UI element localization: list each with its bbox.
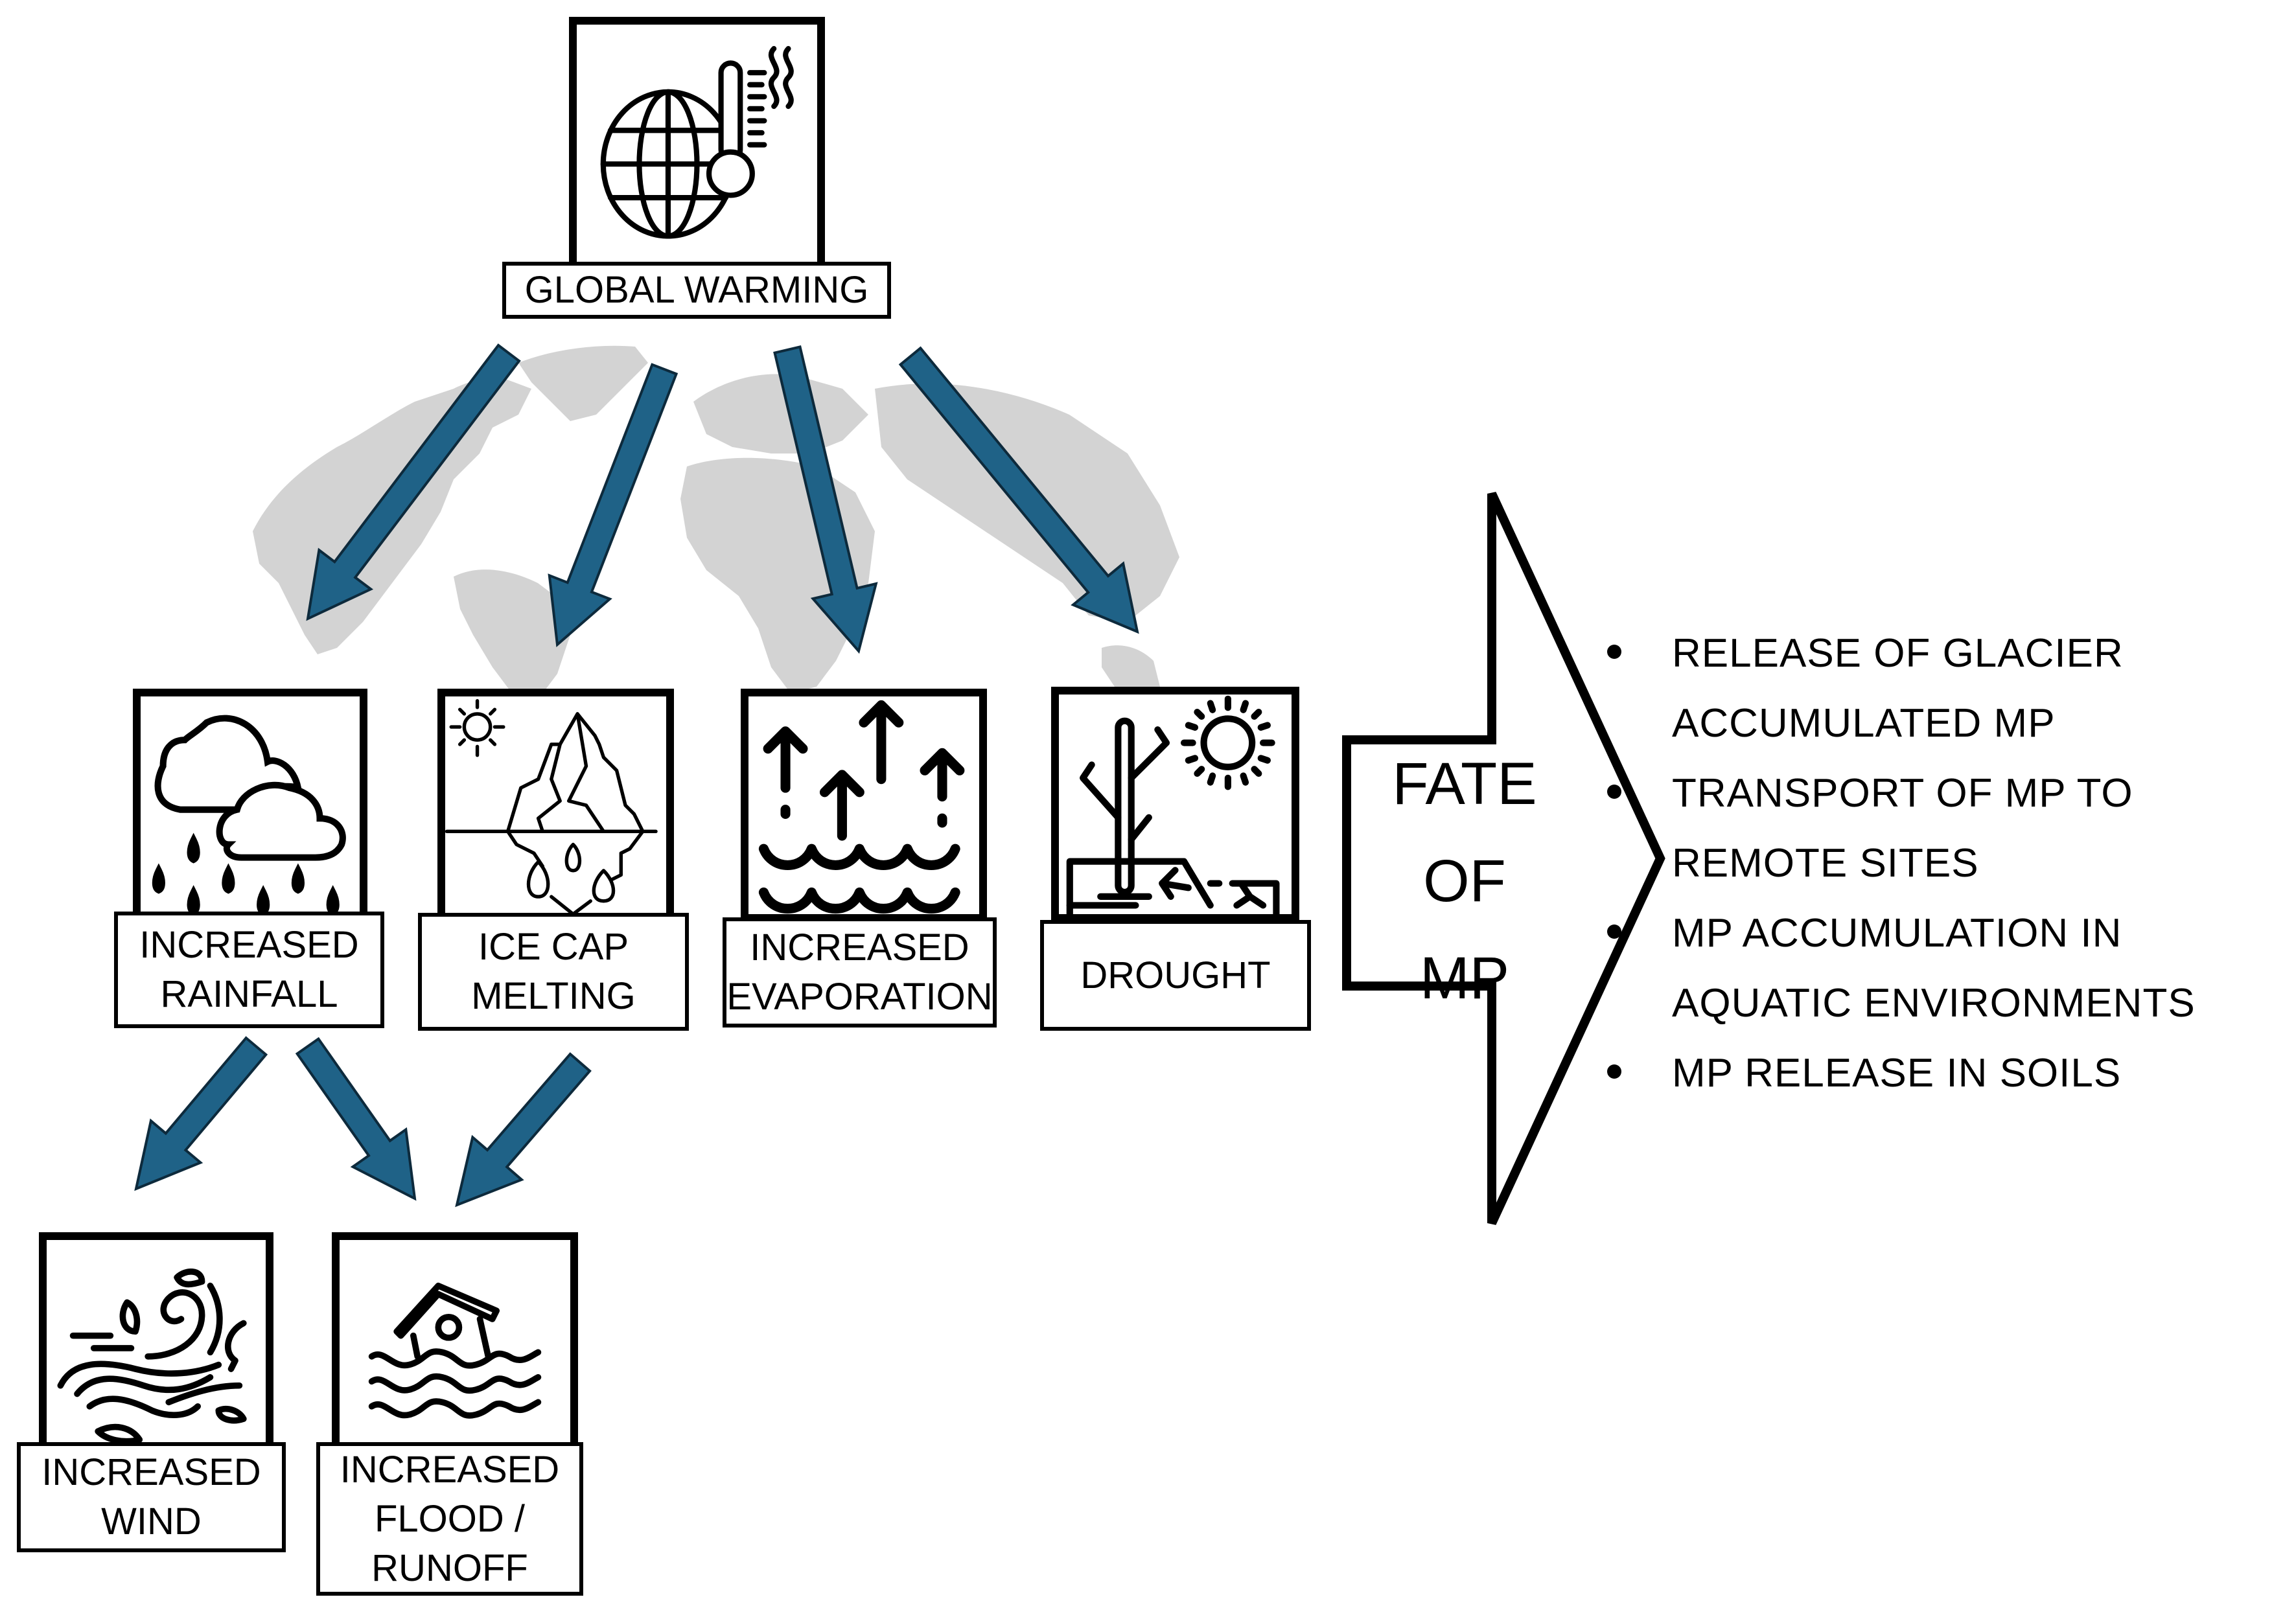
melting-iceberg-icon <box>445 699 658 914</box>
ice-cap-label: ICE CAP MELTING <box>418 913 689 1031</box>
evaporation-node <box>741 689 987 922</box>
evaporation-label: INCREASED EVAPORATION <box>723 917 997 1028</box>
drought-node <box>1051 687 1299 922</box>
connector-arrows <box>134 343 1139 1208</box>
label-line: MELTING <box>471 975 636 1017</box>
bullet-icon <box>1607 1064 1621 1079</box>
bullet-icon <box>1607 785 1621 799</box>
europe-shape <box>693 374 868 454</box>
outcome-line: MP ACCUMULATION IN <box>1672 911 2122 956</box>
outcome-item: MP ACCUMULATION IN AQUATIC ENVIRONMENTS <box>1607 899 2196 1039</box>
fate-arrow-outline <box>1342 492 1665 1225</box>
global-warming-node <box>569 17 825 273</box>
arrow-global-warming-to-ice-cap <box>548 363 678 648</box>
wind-leaves-icon <box>57 1269 247 1445</box>
south-america-shape <box>454 569 570 700</box>
label-line: RAINFALL <box>160 973 338 1015</box>
fate-of-mp-label: FATE OF MP <box>1361 735 1568 1027</box>
oceania-shape <box>1102 645 1160 693</box>
label-line: FATE <box>1392 751 1537 817</box>
flood-label: INCREASED FLOOD / RUNOFF <box>316 1442 583 1596</box>
arrow-rainfall-to-wind <box>134 1036 268 1191</box>
rainfall-node <box>133 689 367 922</box>
outcome-item: MP RELEASE IN SOILS <box>1607 1039 2196 1108</box>
label-line: FLOOD / <box>374 1497 526 1540</box>
outcome-line: ACCUMULATED MP <box>1672 701 2056 746</box>
ice-cap-node <box>437 689 674 922</box>
rain-clouds-icon <box>152 715 346 914</box>
label-line: INCREASED <box>139 924 359 966</box>
arrow-ice-cap-to-flood <box>455 1052 592 1208</box>
label-line: DROUGHT <box>1080 954 1271 996</box>
outcome-item: RELEASE OF GLACIER ACCUMULATED MP <box>1607 619 2196 759</box>
flood-node <box>332 1232 578 1456</box>
label-line: ICE CAP <box>478 926 629 968</box>
outcome-line: TRANSPORT OF MP TO <box>1672 771 2133 816</box>
label-line: INCREASED <box>750 926 969 969</box>
evaporation-arrows-icon <box>758 700 965 913</box>
globe-thermometer-icon <box>600 46 794 239</box>
global-warming-label: GLOBAL WARMING <box>502 262 891 319</box>
dead-tree-sun-icon <box>1066 695 1280 914</box>
outcome-line: AQUATIC ENVIRONMENTS <box>1672 981 2196 1026</box>
greenland-shape <box>518 345 648 421</box>
label-line: EVAPORATION <box>726 976 993 1018</box>
wind-node <box>39 1232 273 1456</box>
label-line: INCREASED <box>41 1451 261 1493</box>
wind-label: INCREASED WIND <box>17 1442 286 1552</box>
outcomes-list: RELEASE OF GLACIER ACCUMULATED MP TRANSP… <box>1607 619 2196 1108</box>
fate-arrow-shape <box>1342 492 1665 1225</box>
arrow-global-warming-to-rainfall <box>306 343 521 621</box>
label-line: RUNOFF <box>371 1546 528 1589</box>
rainfall-label: INCREASED RAINFALL <box>114 912 384 1028</box>
outcome-line: RELEASE OF GLACIER <box>1672 631 2124 676</box>
arrow-global-warming-to-evaporation <box>773 345 878 654</box>
label-line: WIND <box>101 1500 202 1543</box>
arrow-global-warming-to-drought <box>898 346 1139 634</box>
outcome-line: REMOTE SITES <box>1672 841 1979 886</box>
arrow-rainfall-to-flood <box>295 1037 417 1201</box>
label-line: OF <box>1423 848 1506 914</box>
label-line: GLOBAL WARMING <box>524 269 869 311</box>
label-line: INCREASED <box>340 1448 560 1491</box>
bullet-icon <box>1607 924 1621 939</box>
outcome-item: TRANSPORT OF MP TO REMOTE SITES <box>1607 759 2196 899</box>
drought-label: DROUGHT <box>1040 920 1311 1031</box>
flooded-house-icon <box>368 1282 542 1419</box>
outcome-line: MP RELEASE IN SOILS <box>1672 1051 2122 1096</box>
label-line: MP <box>1420 945 1509 1011</box>
bullet-icon <box>1607 645 1621 659</box>
